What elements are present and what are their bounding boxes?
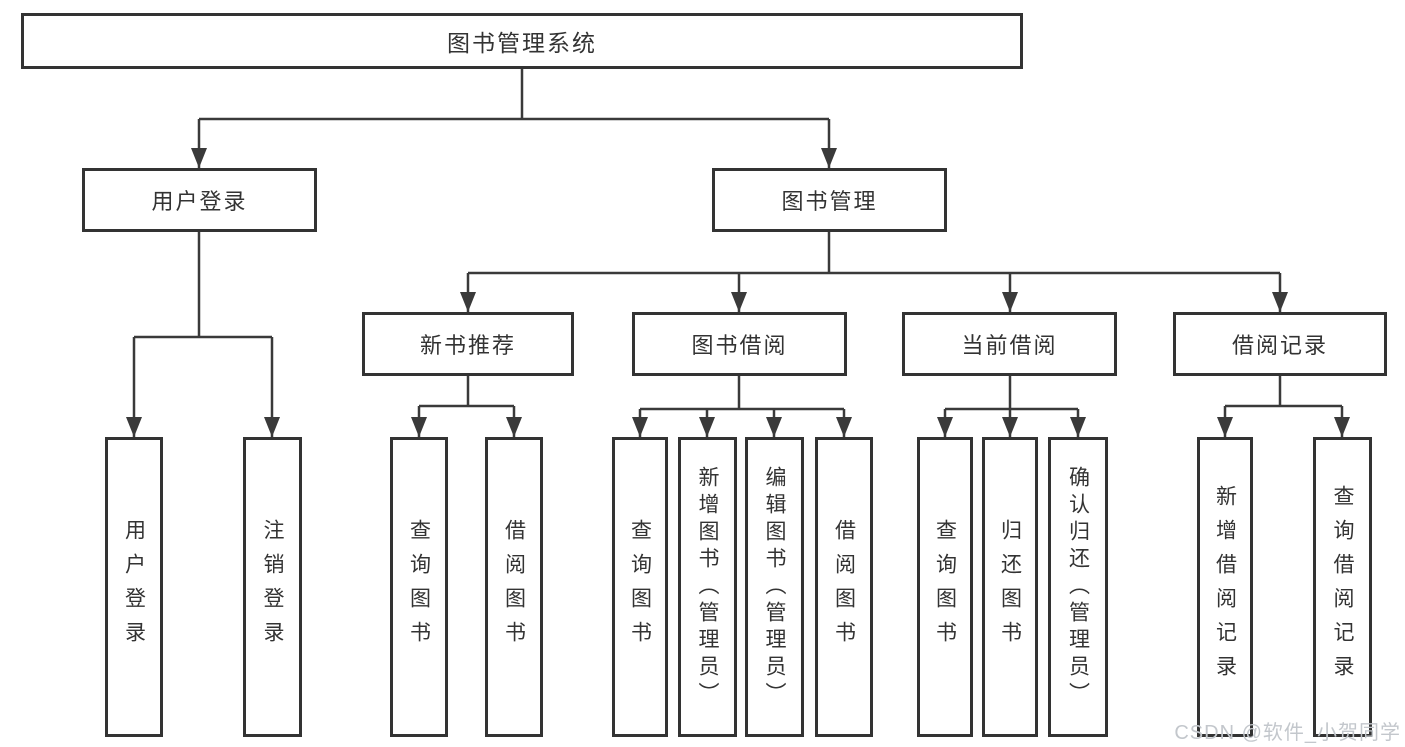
arrowhead: [1334, 417, 1350, 437]
arrowhead: [731, 292, 747, 312]
leaf-cb-query-books: 查询图书: [917, 437, 973, 737]
arrowhead: [1070, 417, 1086, 437]
arrowhead: [411, 417, 427, 437]
node-current-borrowing: 当前借阅: [902, 312, 1117, 376]
connector-line: [132, 232, 274, 437]
node-label: 图书管理系统: [447, 30, 597, 56]
node-label: 新增图书（管理员）: [696, 465, 720, 709]
node-label: 查询图书: [933, 519, 957, 655]
leaf-rec-borrow-books: 借阅图书: [485, 437, 543, 737]
node-label: 图书借阅: [691, 333, 788, 358]
node-label: 查询借阅记录: [1331, 485, 1355, 689]
connector-borrow-records-to-leaves: [1217, 376, 1350, 437]
node-label: 归还图书: [998, 519, 1022, 655]
connector-root-to-level2: [191, 69, 837, 168]
node-label: 借阅图书: [832, 519, 856, 655]
arrowhead: [191, 148, 207, 168]
connector-line: [638, 376, 846, 437]
node-label: 图书管理: [781, 189, 878, 214]
leaf-cb-return-books: 归还图书: [982, 437, 1038, 737]
node-label: 新书推荐: [419, 333, 516, 358]
node-label: 当前借阅: [961, 333, 1058, 358]
node-label: 注销登录: [261, 519, 285, 655]
connector-book-borrow-to-leaves: [632, 376, 852, 437]
arrowhead: [126, 417, 142, 437]
node-borrowing-records: 借阅记录: [1173, 312, 1387, 376]
arrowhead: [460, 292, 476, 312]
arrowhead: [264, 417, 280, 437]
leaf-rec-query-books: 查询图书: [390, 437, 448, 737]
arrowhead: [632, 417, 648, 437]
arrowhead: [1002, 292, 1018, 312]
node-label: 确认归还（管理员）: [1066, 465, 1090, 709]
leaf-bb-query-books: 查询图书: [612, 437, 668, 737]
connector-line: [197, 69, 831, 168]
leaf-br-query-record: 查询借阅记录: [1313, 437, 1372, 737]
leaf-bb-add-books-admin: 新增图书（管理员）: [678, 437, 737, 737]
node-label: 用户登录: [122, 519, 146, 655]
connector-line: [466, 232, 1282, 312]
connector-current-borrow-to-leaves: [937, 376, 1086, 437]
leaf-logout: 注销登录: [243, 437, 302, 737]
leaf-user-login: 用户登录: [105, 437, 163, 737]
arrowhead: [836, 417, 852, 437]
node-label: 借阅图书: [502, 519, 526, 655]
leaf-bb-edit-books-admin: 编辑图书（管理员）: [745, 437, 804, 737]
connector-user-login-to-leaves: [126, 232, 280, 437]
node-book-management: 图书管理: [712, 168, 947, 232]
arrowhead: [821, 148, 837, 168]
leaf-cb-confirm-return-admin: 确认归还（管理员）: [1048, 437, 1108, 737]
arrowhead: [1217, 417, 1233, 437]
arrowhead: [766, 417, 782, 437]
connector-line: [417, 376, 516, 437]
node-label: 用户登录: [151, 189, 248, 214]
node-label: 编辑图书（管理员）: [763, 465, 787, 709]
node-label: 借阅记录: [1231, 333, 1328, 358]
connector-new-book-rec-to-leaves: [411, 376, 522, 437]
node-label: 查询图书: [628, 519, 652, 655]
node-label: 新增借阅记录: [1213, 485, 1237, 689]
arrowhead: [699, 417, 715, 437]
node-new-book-recommendation: 新书推荐: [362, 312, 574, 376]
leaf-bb-borrow-books: 借阅图书: [815, 437, 873, 737]
arrowhead: [937, 417, 953, 437]
arrowhead: [1002, 417, 1018, 437]
node-book-borrowing: 图书借阅: [632, 312, 847, 376]
node-label: 查询图书: [407, 519, 431, 655]
watermark: CSDN @软件_小贺同学: [1174, 722, 1401, 744]
node-root-system: 图书管理系统: [21, 13, 1023, 69]
connector-book-mgmt-to-level3: [460, 232, 1288, 312]
node-user-login: 用户登录: [82, 168, 317, 232]
connector-line: [1223, 376, 1344, 437]
arrowhead: [1272, 292, 1288, 312]
arrowhead: [506, 417, 522, 437]
leaf-br-add-record: 新增借阅记录: [1197, 437, 1253, 737]
